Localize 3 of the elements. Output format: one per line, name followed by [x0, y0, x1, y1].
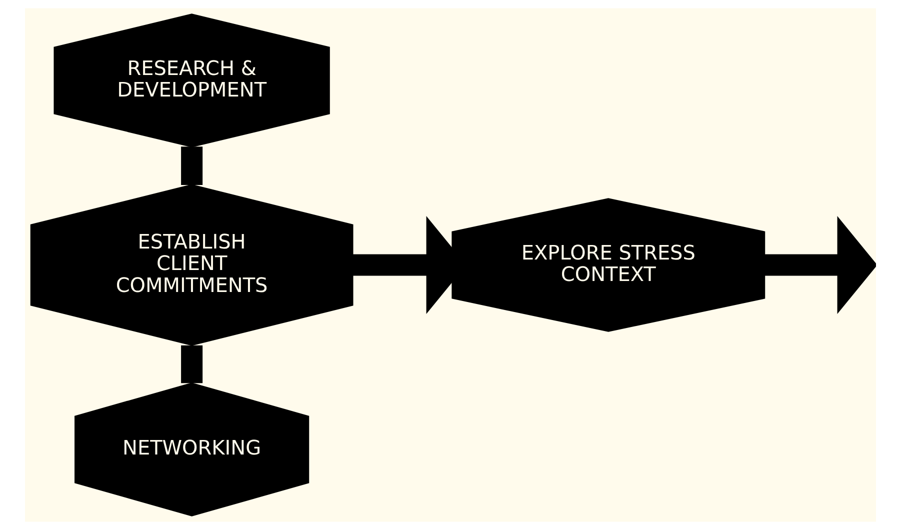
arrow	[764, 216, 876, 314]
connector	[180, 146, 202, 186]
connector	[180, 345, 202, 384]
